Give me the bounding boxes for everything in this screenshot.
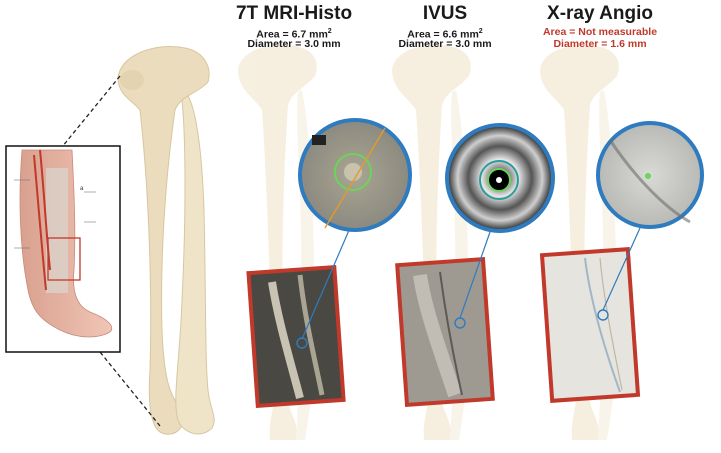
mri-histo-image bbox=[246, 265, 346, 408]
xray-angio-image bbox=[539, 247, 641, 403]
xray-zoom-circle bbox=[596, 121, 704, 229]
ivus-angio-image bbox=[395, 257, 495, 407]
leg-inset: a bbox=[5, 145, 121, 353]
mri-zoom-circle bbox=[298, 118, 412, 232]
xray-zoom-connector bbox=[602, 227, 641, 311]
ivus-zoom-circle bbox=[445, 123, 555, 233]
main-tibia-fibula bbox=[117, 46, 215, 435]
panel-title-ivus: IVUS bbox=[422, 3, 468, 24]
panel-diameter-mri-histo: Diameter = 3.0 mm bbox=[247, 38, 341, 50]
panel-title-mri-histo: 7T MRI-Histo bbox=[235, 3, 353, 24]
inset-label-a: a bbox=[80, 186, 84, 192]
mri-zoom-connector bbox=[301, 227, 351, 340]
ivus-zoom-connector bbox=[459, 231, 491, 319]
panel-title-xray-angio: X-ray Angio bbox=[547, 3, 653, 24]
connector-line-bottom bbox=[99, 351, 161, 427]
panel-area-mri-histo: Area = 6.7 mm2 bbox=[256, 28, 332, 41]
panel-diameter-xray-angio: Diameter = 1.6 mm bbox=[553, 38, 647, 50]
panel-area-ivus: Area = 6.6 mm2 bbox=[407, 28, 483, 41]
connector-line-top bbox=[61, 75, 121, 148]
panel-area-xray-angio: Area = Not measurable bbox=[542, 26, 658, 38]
panel-diameter-ivus: Diameter = 3.0 mm bbox=[398, 38, 492, 50]
